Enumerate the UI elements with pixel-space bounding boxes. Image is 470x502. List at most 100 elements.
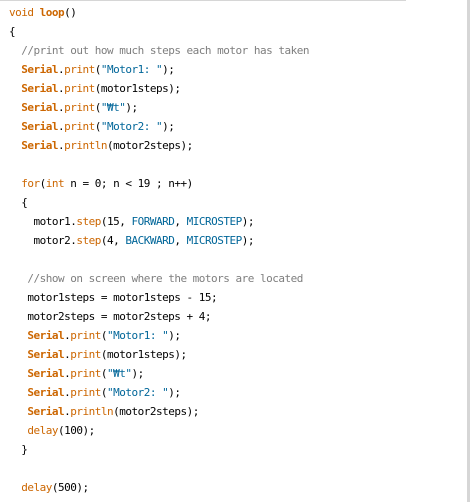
code-token: (4, <box>100 234 126 247</box>
constant-token: MICROSTEP <box>186 234 243 247</box>
code-token: . <box>64 386 71 399</box>
code-line[interactable]: motor2steps = motor2steps + 4; <box>9 307 309 326</box>
keyword-token: Serial <box>21 82 58 95</box>
code-token: ( <box>94 101 102 114</box>
code-line[interactable]: Serial.print("₩t"); <box>9 98 309 117</box>
code-line[interactable]: motor1steps = motor1steps - 15; <box>9 288 309 307</box>
code-token <box>9 329 27 342</box>
code-line[interactable]: ​ <box>9 250 309 269</box>
code-line[interactable]: for(int n = 0; n < 19 ; n++) <box>9 174 309 193</box>
code-token: , <box>174 215 187 228</box>
code-line[interactable]: ​ <box>9 459 309 478</box>
keyword-token: Serial <box>27 329 65 342</box>
code-token: ); <box>168 386 181 399</box>
code-line[interactable]: //print out how much steps each motor ha… <box>9 41 309 60</box>
code-token: (motor1steps); <box>94 82 181 95</box>
code-token: . <box>58 63 65 76</box>
code-token <box>9 44 21 57</box>
keyword-token: Serial <box>27 367 65 380</box>
code-token: (100); <box>58 424 95 437</box>
function-token: print <box>64 101 95 114</box>
keyword-token: Serial <box>27 386 65 399</box>
function-token: step <box>76 234 101 247</box>
code-token: { <box>9 25 16 38</box>
function-token: print <box>70 386 101 399</box>
code-token: motor1steps = motor1steps - 15; <box>9 291 218 304</box>
code-line[interactable]: delay(500); <box>9 478 309 497</box>
code-token: ( <box>39 177 47 190</box>
comment-token: //show on screen where the motors are lo… <box>27 272 303 285</box>
code-token: ( <box>94 63 102 76</box>
code-token: (15, <box>100 215 132 228</box>
code-line[interactable]: Serial.print("Motor1: "); <box>9 326 309 345</box>
code-token: { <box>9 196 28 209</box>
editor-right-border <box>467 0 470 502</box>
code-line[interactable]: motor2.step(4, BACKWARD, MICROSTEP); <box>9 231 309 250</box>
code-token: ); <box>131 367 145 380</box>
code-line[interactable]: delay(100); <box>9 421 309 440</box>
code-line[interactable]: Serial.print("Motor1: "); <box>9 60 309 79</box>
function-token: delay <box>21 481 52 494</box>
string-token: "Motor2: " <box>107 386 169 399</box>
code-line[interactable]: motor1.step(15, FORWARD, MICROSTEP); <box>9 212 309 231</box>
code-token: motor2steps = motor2steps + 4; <box>9 310 212 323</box>
code-line[interactable]: Serial.print("Motor2: "); <box>9 117 309 136</box>
code-token <box>9 101 21 114</box>
code-line[interactable]: ​ <box>9 155 309 174</box>
code-token <box>9 481 21 494</box>
function-token: println <box>70 405 114 418</box>
code-line[interactable]: //show on screen where the motors are lo… <box>9 269 309 288</box>
constant-token: BACKWARD <box>125 234 175 247</box>
keyword-token: Serial <box>27 348 65 361</box>
code-line[interactable]: Serial.println(motor2steps); <box>9 136 309 155</box>
code-line[interactable]: { <box>9 193 309 212</box>
function-token: print <box>70 367 101 380</box>
code-token: } <box>9 443 28 456</box>
code-token: (motor1steps); <box>100 348 187 361</box>
code-text-area[interactable]: void loop() { //print out how much steps … <box>9 3 310 497</box>
code-token <box>9 177 21 190</box>
code-token: ); <box>168 329 181 342</box>
code-token: . <box>58 82 65 95</box>
code-token <box>9 63 21 76</box>
keyword-token: Serial <box>21 101 58 114</box>
comment-token: //print out how much steps each motor ha… <box>21 44 310 57</box>
code-line[interactable]: void loop() <box>9 3 309 22</box>
keyword-token: Serial <box>21 139 58 152</box>
code-token <box>9 82 21 95</box>
code-token: (motor2steps); <box>113 405 199 418</box>
code-token: motor2. <box>9 234 77 247</box>
code-line[interactable]: Serial.print(motor1steps); <box>9 79 309 98</box>
constant-token: FORWARD <box>131 215 175 228</box>
code-token: . <box>64 405 71 418</box>
keyword-token: Serial <box>27 405 65 418</box>
code-token: ); <box>162 120 175 133</box>
string-token: "₩t" <box>100 101 126 114</box>
function-token: print <box>64 63 95 76</box>
code-token: motor1. <box>9 215 77 228</box>
code-line[interactable]: Serial.print("₩t"); <box>9 364 309 383</box>
keyword-token: for <box>21 177 40 190</box>
string-token: "Motor2: " <box>100 120 163 133</box>
function-token: print <box>64 120 95 133</box>
string-token: "₩t" <box>107 367 132 380</box>
constant-token: MICROSTEP <box>186 215 243 228</box>
code-token: . <box>64 329 71 342</box>
code-line[interactable]: } <box>9 440 309 459</box>
code-token <box>9 424 27 437</box>
code-line[interactable]: { <box>9 22 309 41</box>
code-token: , <box>174 234 187 247</box>
code-token <box>9 405 27 418</box>
code-line[interactable]: Serial.println(motor2steps); <box>9 402 309 421</box>
function-token: print <box>70 329 101 342</box>
code-line[interactable]: Serial.print(motor1steps); <box>9 345 309 364</box>
code-token <box>9 348 27 361</box>
keyword-token: loop <box>39 6 65 19</box>
function-token: delay <box>27 424 58 437</box>
string-token: "Motor1: " <box>107 329 169 342</box>
code-token: . <box>64 348 71 361</box>
code-token: ); <box>241 215 255 228</box>
code-line[interactable]: Serial.print("Motor2: "); <box>9 383 309 402</box>
code-token: (500); <box>51 481 89 494</box>
